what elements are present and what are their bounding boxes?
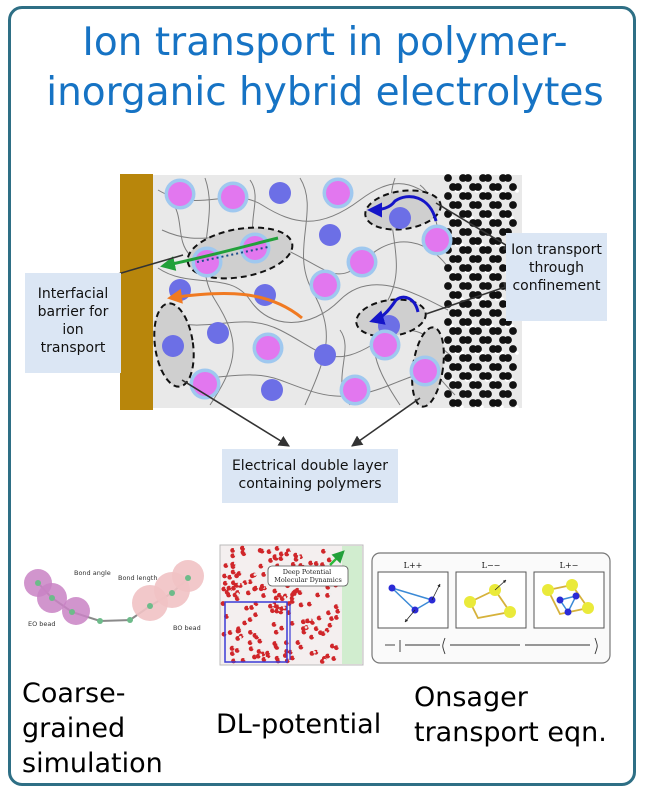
dp-inset-box <box>267 565 349 587</box>
cation-icon <box>217 181 249 213</box>
dl-potential-panel: Deep Potential Molecular Dynamics <box>219 544 364 666</box>
electrode-icon <box>120 174 153 410</box>
anion-icon <box>389 207 411 229</box>
caption-coarse-grained: Coarse-grained simulation <box>22 676 222 781</box>
blue-confined-arrow-bottom <box>369 295 420 325</box>
anion-icon <box>207 322 229 344</box>
caption-dl-potential-text: DL-potential <box>216 709 382 740</box>
dotted-hop-line <box>196 246 269 263</box>
cation-icon <box>369 329 401 361</box>
caption-onsager: Onsager transport eqn. <box>414 680 619 750</box>
anion-icon <box>319 224 341 246</box>
solid-slab <box>342 546 362 664</box>
anion-icon <box>162 335 184 357</box>
title-line-1: Ion transport in polymer- <box>82 20 568 65</box>
caption-dl-potential: DL-potential <box>216 707 391 742</box>
leader-confinement-bottom <box>425 281 516 315</box>
orange-transport-arrow <box>167 288 303 320</box>
onsager-panel: L++ L−− L+− <box>371 552 611 664</box>
title-line-2: inorganic hybrid electrolytes <box>46 70 604 115</box>
anion-icon <box>261 379 283 401</box>
cation-icon <box>164 178 196 210</box>
callout-double-layer-text: Electrical double layer containing polym… <box>231 458 389 492</box>
selection-box <box>224 601 288 663</box>
onsager-label-3: L+− <box>560 561 579 570</box>
eo-bead-label: EO bead <box>28 620 56 628</box>
cation-icon <box>191 246 223 278</box>
cation-icon <box>346 246 378 278</box>
callout-double-layer: Electrical double layer containing polym… <box>222 449 398 503</box>
bond-angle-label: Bond angle <box>74 569 111 577</box>
green-transport-arrow <box>160 236 279 271</box>
eo-bead-icon <box>62 597 90 625</box>
callout-confinement: Ion transport through confinement <box>506 233 607 321</box>
cation-icon <box>309 269 341 301</box>
onsager-label-1: L++ <box>404 561 423 570</box>
anion-icon <box>314 344 336 366</box>
cation-icon <box>409 355 441 387</box>
callout-interfacial-text: Interfacial barrier for ion transport <box>37 286 109 356</box>
leader-edl-left <box>181 379 290 447</box>
leader-confinement-top <box>435 202 515 251</box>
dp-inset-label: Deep Potential Molecular Dynamics <box>274 568 342 584</box>
cation-icon <box>339 374 371 406</box>
caption-coarse-grained-text: Coarse-grained simulation <box>22 678 163 779</box>
leader-edl-right <box>351 397 421 447</box>
callout-interfacial-barrier: Interfacial barrier for ion transport <box>25 273 121 373</box>
coarse-grained-panel: Bond angle Bond length EO bead BO bead <box>22 560 207 665</box>
cation-icon <box>322 177 354 209</box>
cation-icon <box>421 224 453 256</box>
anion-icon <box>269 182 291 204</box>
cation-icon <box>252 332 284 364</box>
callout-confinement-text: Ion transport through confinement <box>511 242 602 294</box>
bo-bead-label: BO bead <box>173 624 201 632</box>
onsager-equation-graphic <box>385 637 598 655</box>
blue-confined-arrow-top <box>367 195 438 222</box>
caption-onsager-text: Onsager transport eqn. <box>414 682 607 748</box>
bond-length-label: Bond length <box>118 574 157 582</box>
onsager-subpanel-1 <box>377 571 449 629</box>
figure-title: Ion transport in polymer- inorganic hybr… <box>10 18 640 118</box>
onsager-label-2: L−− <box>482 561 501 570</box>
